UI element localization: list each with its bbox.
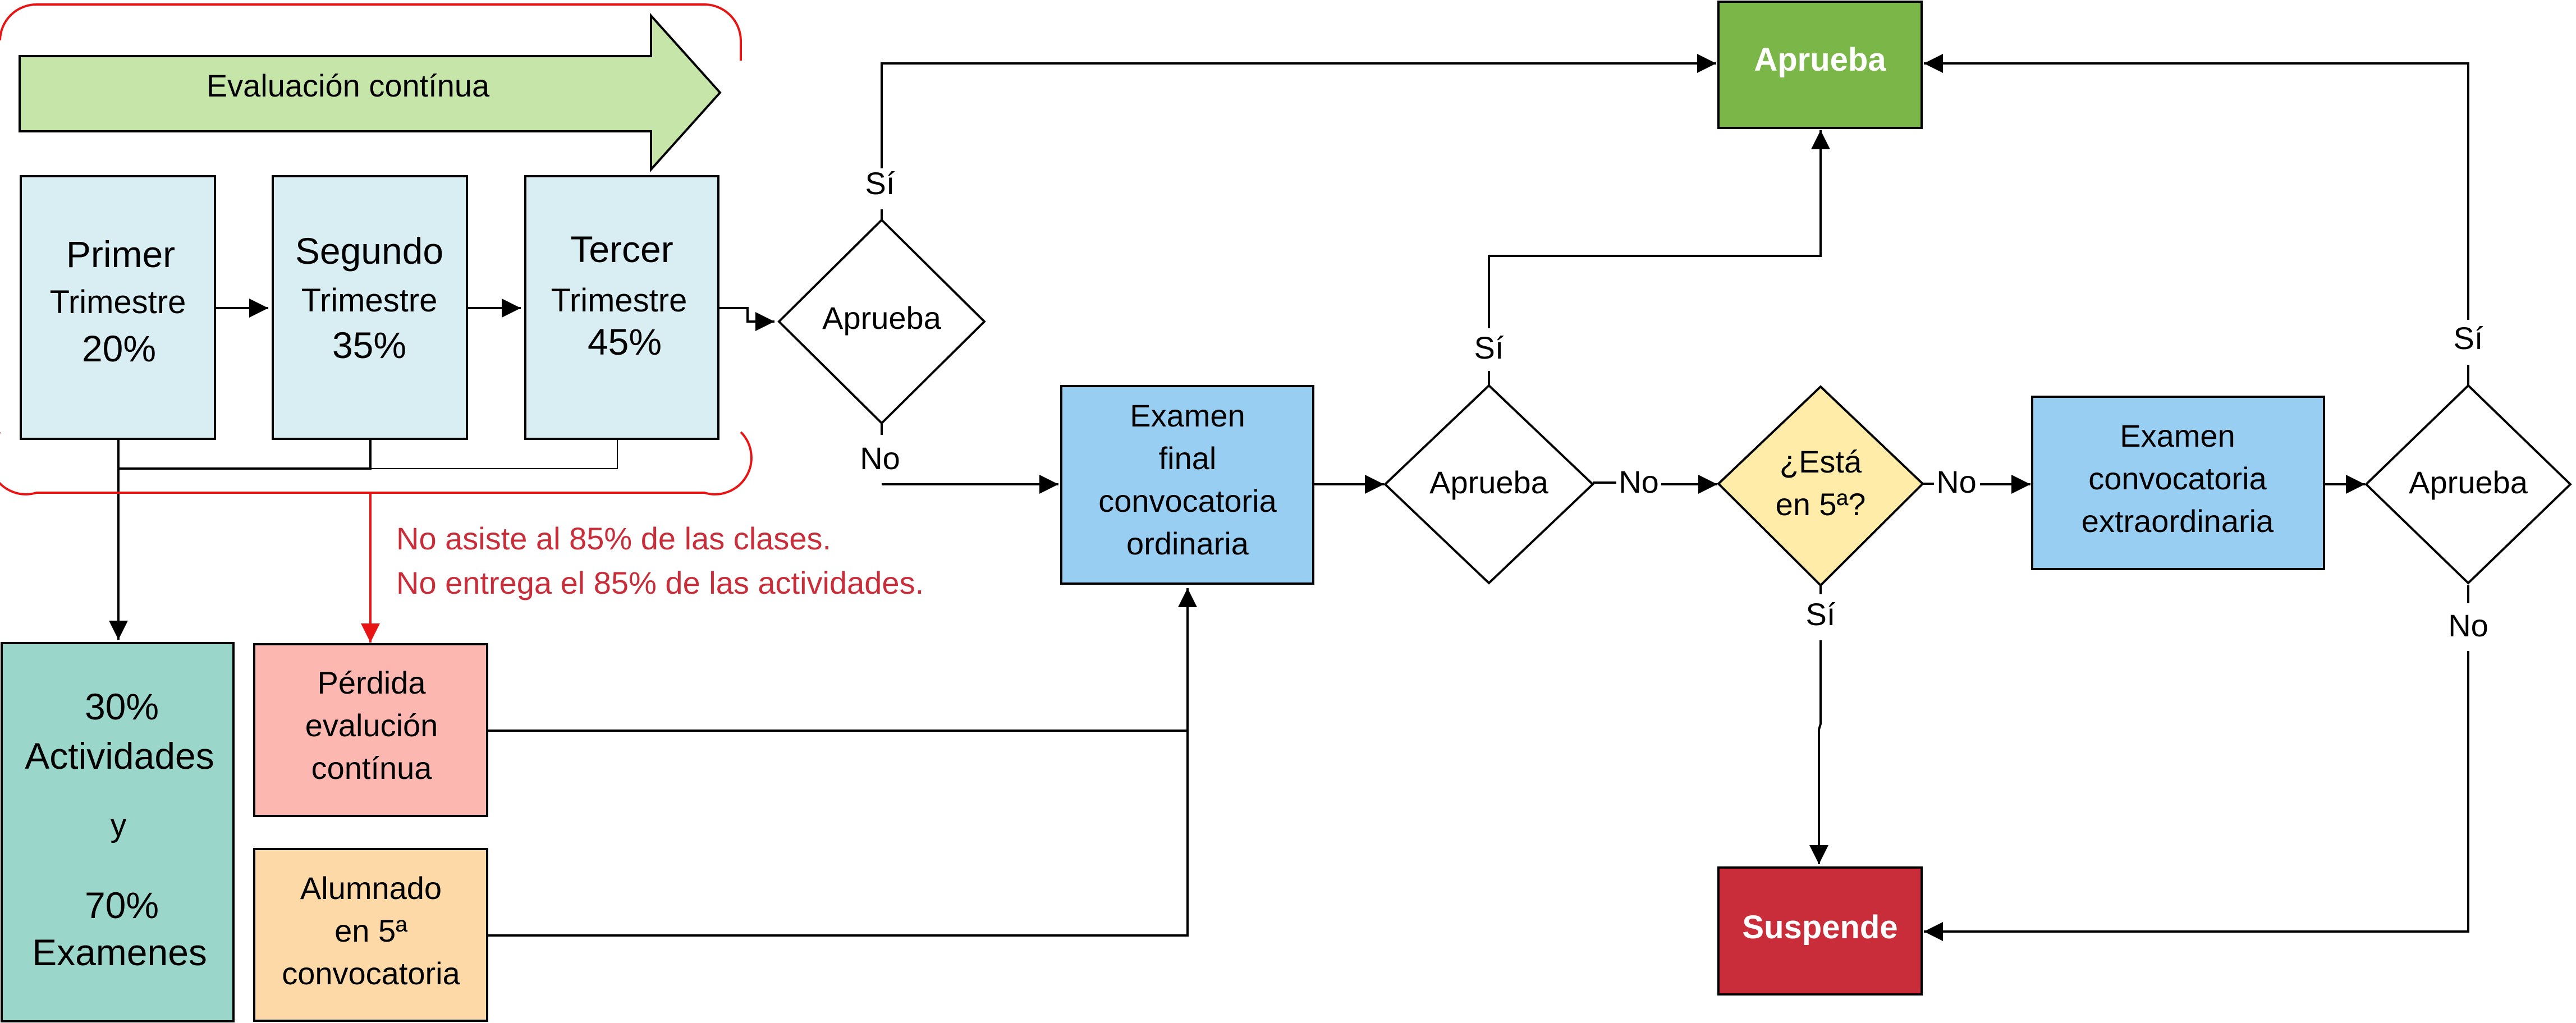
edge-label-no: No (2448, 608, 2488, 643)
trimester-sub: Trimestre (551, 282, 687, 319)
edge-tercer-join (370, 440, 618, 469)
trimester-name: Segundo (295, 230, 443, 272)
trimester-sub: Trimestre (50, 284, 186, 320)
weights-line: 70% (85, 884, 159, 926)
exam-ordinary-line: Examen (1130, 398, 1245, 433)
weights-line: 30% (85, 686, 159, 727)
exam-ordinary-box: Examen final convocatoria ordinaria (1060, 385, 1314, 585)
decision-label: ¿Está (1780, 444, 1862, 479)
alumnado-box: Alumnado en 5ª convocatoria (253, 848, 488, 1022)
trimester-segundo: Segundo Trimestre 35% (272, 175, 468, 440)
perdida-line: evalución (305, 708, 438, 743)
decision-label: en 5ª? (1776, 487, 1866, 522)
trimester-tercer: Tercer Trimestre 45% (524, 175, 719, 440)
edge-label-si: Sí (2454, 320, 2483, 356)
edge-label-no: No (860, 441, 900, 476)
trimester-sub: Trimestre (301, 282, 438, 319)
trimester-pct: 20% (82, 328, 156, 369)
exam-ordinary-line: final (1159, 441, 1217, 476)
edge-label-no: No (1936, 464, 1977, 499)
decision-esta-en-5a: ¿Está en 5ª? (1717, 385, 1924, 587)
trimester-primer: Primer Trimestre 20% (20, 175, 216, 440)
decision-aprueba-3: Aprueba (2364, 384, 2572, 585)
decision-aprueba-2: Aprueba (1383, 384, 1594, 585)
edge-tercer-aprueba1 (719, 307, 774, 331)
edge-aprueba2-to-pass (1488, 130, 1830, 328)
exam-ordinary-line: convocatoria (1098, 483, 1277, 519)
perdida-box: Pérdida evalución contínua (253, 643, 488, 817)
alumnado-line: en 5ª (334, 913, 407, 948)
perdida-line: contínua (311, 750, 433, 786)
connectors (109, 54, 2469, 941)
decision-label: Aprueba (1429, 465, 1549, 500)
exam-extra-box: Examen convocatoria extraordinaria (2031, 396, 2325, 570)
weights-box: 30% Actividades y 70% Examenes (1, 642, 235, 1022)
loss-note: No asiste al 85% de las clases. No entre… (396, 521, 924, 600)
weights-line: Actividades (25, 735, 214, 777)
edge-aprueba3-to-pass (1924, 54, 2469, 320)
edge-label-si: Sí (1806, 597, 1836, 632)
edge-perdida-to-exam (488, 588, 1197, 732)
trimester-name: Primer (66, 233, 175, 275)
edge-aprueba3-to-fail (1924, 651, 2469, 941)
edge-label-si: Sí (865, 166, 895, 201)
perdida-line: Pérdida (317, 665, 426, 700)
trimester-name: Tercer (570, 228, 673, 270)
exam-extra-line: convocatoria (2088, 461, 2267, 496)
trimester-pct: 45% (588, 321, 662, 363)
alumnado-line: convocatoria (282, 956, 460, 991)
continuous-eval-arrow: Evaluación contínua (19, 12, 722, 173)
decision-aprueba-1: Aprueba (777, 218, 986, 425)
decision-label: Aprueba (822, 300, 942, 336)
continuous-eval-label: Evaluación contínua (207, 68, 490, 103)
exam-ordinary-line: ordinaria (1126, 526, 1249, 561)
edge-esta-to-fail (1809, 640, 1828, 864)
decision-label: Aprueba (2409, 465, 2528, 500)
exam-extra-line: extraordinaria (2082, 503, 2274, 539)
edge-label-no: No (1619, 464, 1659, 499)
loss-note-line: No entrega el 85% de las actividades. (396, 565, 924, 600)
edge-trimesters-join (117, 440, 372, 470)
loss-note-line: No asiste al 85% de las clases. (396, 521, 831, 556)
edge-alumnado-to-exam (488, 731, 1189, 937)
result-pass-box: Aprueba (1717, 1, 1923, 129)
edge-label-si: Sí (1474, 330, 1504, 365)
edge-aprueba1-to-pass (881, 54, 1716, 168)
trimester-pct: 35% (332, 324, 406, 366)
alumnado-line: Alumnado (300, 870, 442, 906)
result-pass-label: Aprueba (1754, 42, 1886, 78)
weights-line: y (111, 807, 127, 843)
result-fail-label: Suspende (1742, 909, 1897, 946)
exam-extra-line: Examen (2120, 418, 2235, 453)
result-fail-box: Suspende (1717, 866, 1923, 996)
weights-line: Examenes (32, 932, 207, 973)
